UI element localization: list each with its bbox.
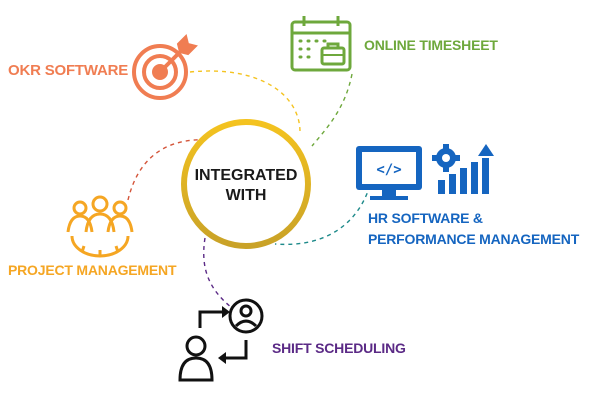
okr-software-label: OKR SOFTWARE <box>8 62 129 79</box>
gear-bar-chart-icon <box>432 144 494 194</box>
connector-project <box>127 139 209 201</box>
center-line-1: INTEGRATED <box>194 167 298 184</box>
code-monitor-icon: </> <box>356 146 422 200</box>
connector-timesheet <box>311 73 353 147</box>
connector-okr <box>189 70 301 133</box>
hr-label-line-2: PERFORMANCE MANAGEMENT <box>368 231 580 247</box>
online-timesheet-label: ONLINE TIMESHEET <box>364 37 498 53</box>
hr-software-label: HR SOFTWARE & PERFORMANCE MANAGEMENT <box>368 208 579 250</box>
hr-label-line-1: HR SOFTWARE & <box>368 210 483 226</box>
center-label: INTEGRATED WITH <box>186 166 306 206</box>
team-gear-icon <box>66 195 134 258</box>
shift-scheduling-label: SHIFT SCHEDULING <box>272 340 406 356</box>
user-swap-icon <box>178 298 264 382</box>
center-line-2: WITH <box>225 187 267 204</box>
center-ring <box>181 119 311 249</box>
connector-shift <box>203 237 233 309</box>
calendar-briefcase-icon <box>290 16 352 72</box>
project-management-label: PROJECT MANAGEMENT <box>8 262 177 278</box>
target-arrow-icon <box>132 34 198 100</box>
svg-text:</>: </> <box>376 162 401 178</box>
